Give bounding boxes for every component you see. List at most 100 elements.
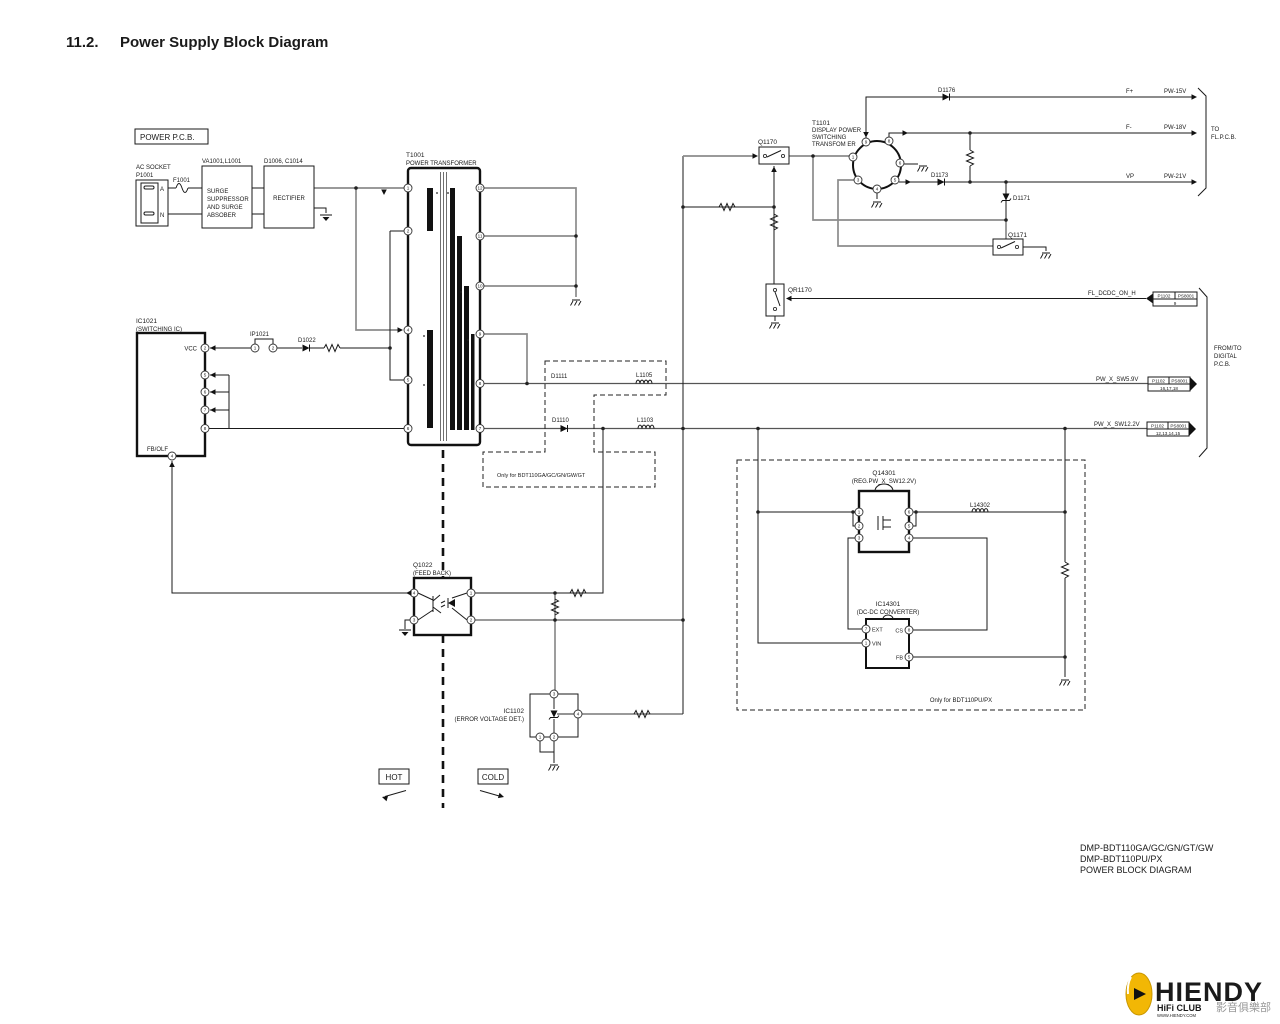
logo-name: HIENDY bbox=[1155, 977, 1263, 1007]
cold-box bbox=[477, 768, 509, 785]
diode-d1022: D1022 bbox=[298, 338, 316, 352]
diode-d1173: D1173 bbox=[931, 173, 949, 186]
svg-text:9: 9 bbox=[865, 140, 868, 145]
label-fb-olf: FB/OLF bbox=[147, 447, 168, 453]
chassis-ground-icon bbox=[548, 764, 560, 771]
logo-arrow-icon bbox=[1134, 988, 1146, 1000]
label-f-minus: F- bbox=[1126, 125, 1132, 131]
footer-models-2: DMP-BDT110PU/PX bbox=[1080, 854, 1162, 864]
label-t1001: T1001 bbox=[406, 152, 425, 159]
transformer-t1101: T1101 DISPLAY POWER SWITCHING TRANSFOM E… bbox=[811, 120, 929, 208]
label-vcc: VCC bbox=[184, 347, 197, 353]
svg-text:SUPPRESSOR: SUPPRESSOR bbox=[207, 197, 249, 203]
label-q14301-name: (REG.PW_X_SW12.2V) bbox=[852, 479, 916, 485]
error-det-ic1102: IC1102 (ERROR VOLTAGE DET.) 3 4 1 2 bbox=[455, 689, 583, 771]
label-d1173: D1173 bbox=[931, 173, 949, 179]
svg-text:8: 8 bbox=[908, 628, 911, 633]
svg-text:P1102: P1102 bbox=[1158, 294, 1171, 299]
pin-label-cs: CS bbox=[895, 629, 903, 635]
hiendy-logo: HIENDY HiFi CLUB WWW.HIENDY.COM 影音俱樂部 bbox=[1125, 972, 1271, 1018]
rectifier: D1006, C1014 RECTIFIER bbox=[263, 159, 333, 229]
label-d1111: D1111 bbox=[551, 374, 568, 380]
label-surge-ref: VA1001,L1001 bbox=[202, 159, 242, 165]
svg-text:3: 3 bbox=[857, 178, 860, 183]
svg-text:1: 1 bbox=[470, 591, 473, 596]
label-only-pu: Only for BDT110PU/PX bbox=[930, 698, 992, 704]
resistor bbox=[1061, 561, 1069, 579]
svg-text:2: 2 bbox=[858, 524, 861, 529]
connector-sw12v2: PW_X_SW12.2V P1102 PS8001 12,13,14,15 bbox=[1094, 421, 1196, 437]
svg-text:P.C.B.: P.C.B. bbox=[1214, 362, 1231, 368]
svg-text:PS8001: PS8001 bbox=[1171, 379, 1188, 384]
switch-q1170: Q1170 bbox=[752, 139, 790, 172]
svg-text:16,17,18: 16,17,18 bbox=[1160, 386, 1178, 391]
label-q14301: Q14301 bbox=[872, 470, 896, 477]
label-t1001-name: POWER TRANSFORMER bbox=[406, 161, 477, 167]
label-only-ga: Only for BDT110GA/GC/GN/GW/GT bbox=[497, 473, 586, 479]
svg-text:4: 4 bbox=[908, 536, 911, 541]
connector-arrow-out bbox=[1190, 377, 1197, 391]
svg-text:4: 4 bbox=[171, 454, 174, 459]
svg-text:DISPLAY POWER: DISPLAY POWER bbox=[812, 128, 862, 134]
label-ic1102: IC1102 bbox=[504, 708, 525, 715]
footer-text: DMP-BDT110GA/GC/GN/GT/GW DMP-BDT110PU/PX… bbox=[1080, 843, 1214, 875]
label-fl-dcdc: FL_DCDC_ON_H bbox=[1088, 291, 1136, 297]
switching-ic1021: IC1021 (SWITCHING IC) VCC FB/OLF 2 5 6 7… bbox=[135, 318, 216, 467]
logo-chinese: 影音俱樂部 bbox=[1216, 1000, 1271, 1014]
label-d1022: D1022 bbox=[298, 338, 316, 344]
pin-label-ext: EXT bbox=[872, 628, 883, 634]
svg-text:P1102: P1102 bbox=[1152, 379, 1165, 384]
terminal-a: A bbox=[160, 187, 164, 193]
chassis-ground-icon bbox=[1040, 252, 1052, 259]
label-d1176: D1176 bbox=[938, 88, 956, 94]
inductor-l14302: L14302 bbox=[970, 503, 1067, 514]
label-l14302: L14302 bbox=[970, 503, 991, 509]
svg-text:FL.P.C.B.: FL.P.C.B. bbox=[1211, 135, 1237, 141]
svg-text:PS8001: PS8001 bbox=[1178, 294, 1195, 299]
label-ac-socket: AC SOCKET bbox=[136, 165, 171, 171]
svg-text:SURGE: SURGE bbox=[207, 189, 228, 195]
resistor bbox=[966, 149, 974, 167]
logo-club: HiFi CLUB bbox=[1157, 1003, 1202, 1013]
svg-text:SWITCHING: SWITCHING bbox=[812, 135, 847, 141]
label-pw12: PW_X_SW12.2V bbox=[1094, 422, 1140, 428]
chassis-ground-icon bbox=[1059, 679, 1071, 686]
svg-text:8: 8 bbox=[204, 426, 207, 431]
svg-text:11: 11 bbox=[478, 234, 483, 239]
earth-ground-icon bbox=[398, 629, 412, 637]
logo-url: WWW.HIENDY.COM bbox=[1157, 1013, 1197, 1018]
connector-arrow-in bbox=[1146, 293, 1153, 304]
page-title: 11.2. Power Supply Block Diagram bbox=[66, 34, 328, 51]
svg-text:TO: TO bbox=[1211, 127, 1220, 133]
rail-12v2: D1110 L1103 bbox=[552, 418, 1067, 433]
svg-text:3: 3 bbox=[413, 618, 416, 623]
surge-suppressor: VA1001,L1001 SURGE SUPPRESSOR AND SURGE … bbox=[201, 159, 253, 229]
ac-socket: AC SOCKET P1001 A N bbox=[135, 165, 171, 227]
svg-text:AND SURGE: AND SURGE bbox=[207, 205, 243, 211]
label-ic14301: IC14301 bbox=[876, 601, 901, 608]
title-number: 11.2. bbox=[66, 34, 99, 51]
svg-text:4: 4 bbox=[413, 591, 416, 596]
label-q1022-name: (FEED BACK) bbox=[413, 571, 451, 577]
label-rectifier: RECTIFIER bbox=[273, 196, 305, 202]
hot-box bbox=[378, 768, 410, 785]
connector-fl-dcdc: FL_DCDC_ON_H P1102 PS8001 9 bbox=[1088, 291, 1198, 307]
dashed-scope-pu bbox=[736, 459, 1086, 711]
relay-qr1170: QR1170 bbox=[765, 283, 812, 329]
label-ic1102-name: (ERROR VOLTAGE DET.) bbox=[455, 717, 524, 723]
fromto-bracket: FROM/TO DIGITAL P.C.B. bbox=[1198, 287, 1242, 458]
label-ip1021: IP1021 bbox=[250, 332, 270, 338]
svg-text:5: 5 bbox=[894, 178, 897, 183]
svg-text:10: 10 bbox=[477, 284, 483, 289]
label-hot: HOT bbox=[386, 773, 403, 782]
footer-diagram-name: POWER BLOCK DIAGRAM bbox=[1080, 865, 1192, 875]
label-ic14301-name: (DC-DC CONVERTER) bbox=[857, 610, 920, 616]
feedback-q1022: Q1022 (FEED BACK) 4 3 1 2 bbox=[398, 562, 476, 637]
svg-text:PS8001: PS8001 bbox=[1170, 424, 1187, 429]
label-d1110: D1110 bbox=[552, 418, 569, 424]
svg-text:1: 1 bbox=[865, 641, 868, 646]
svg-text:6: 6 bbox=[407, 426, 410, 431]
fl-outputs: F+ PW-15V F- PW-18V VP PW-21V TO FL.P.C.… bbox=[1126, 87, 1237, 197]
